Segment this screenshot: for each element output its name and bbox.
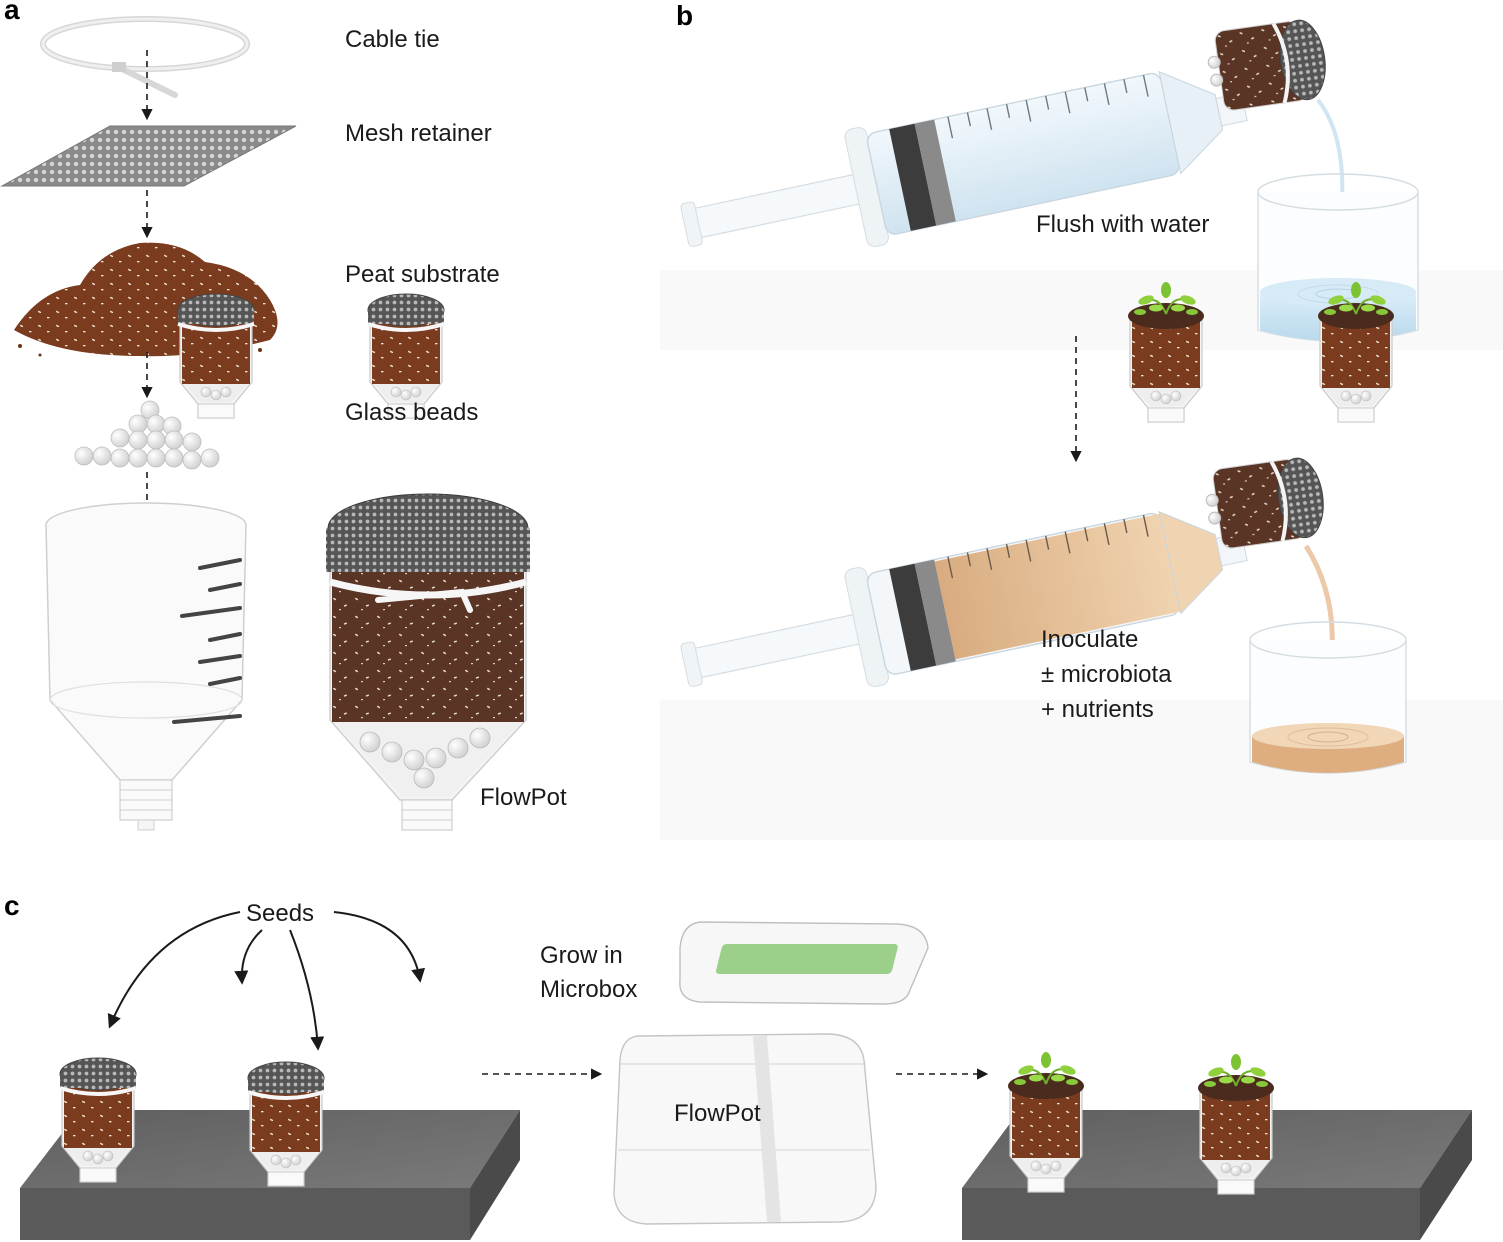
label-glass-beads: Glass beads [345,399,479,426]
label-microbiota: ± microbiota [1041,661,1172,688]
panel-a [0,16,530,831]
assembled-flowpot-illustration [326,493,530,831]
pot-grown-2 [1317,281,1395,423]
glass-beads-illustration [74,400,220,470]
beaker-inoculum [1249,621,1407,774]
pot-seeded-1 [176,292,256,419]
label-nutrients: + nutrients [1041,696,1154,723]
label-grow-in: Grow in [540,942,623,969]
seed-arrows [107,911,426,1051]
syringe-water [680,70,1248,248]
microbox-illustration [613,921,929,1225]
panel-label-b: b [676,0,694,31]
label-seeds: Seeds [246,900,315,927]
pot-on-syringe-inoculum [1205,457,1324,549]
label-flowpot-in-box: FlowPot [674,1100,761,1127]
cable-tie-illustration [40,16,250,98]
pot-on-syringe-water [1207,19,1326,111]
panel-label-c: c [4,890,20,921]
pot-grown-1 [1127,281,1205,423]
panel-c [20,281,1472,1240]
label-mesh-retainer: Mesh retainer [345,120,492,147]
empty-tube-illustration [45,502,247,831]
label-cable-tie: Cable tie [345,26,440,53]
syringe-inoculum [680,510,1248,688]
mesh-retainer-illustration [0,125,297,187]
right-board [962,1110,1472,1240]
label-microbox: Microbox [540,976,638,1003]
label-flush-with-water: Flush with water [1036,211,1210,238]
label-inoculate: Inoculate [1041,626,1139,653]
label-flowpot-assembled: FlowPot [480,784,567,811]
label-peat-substrate: Peat substrate [345,261,500,288]
panel-label-a: a [4,0,20,25]
